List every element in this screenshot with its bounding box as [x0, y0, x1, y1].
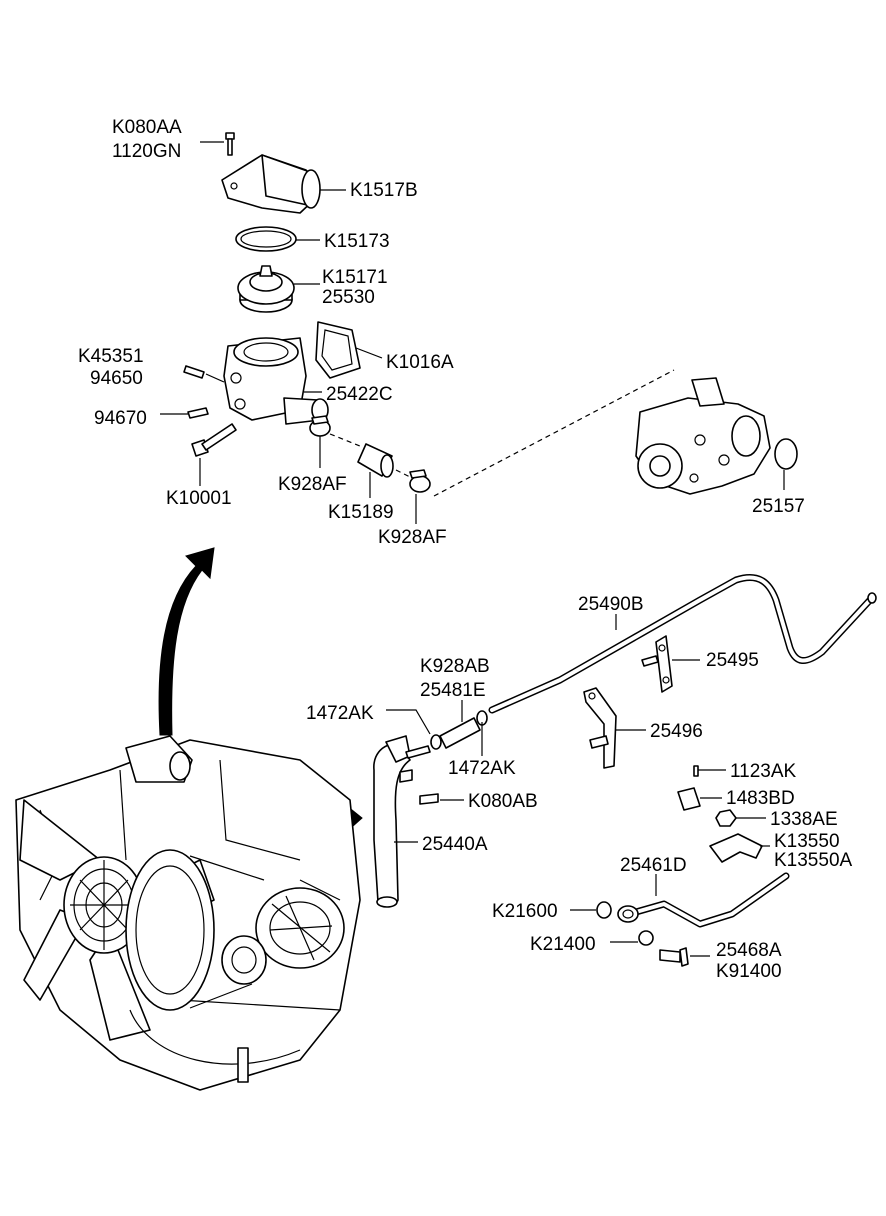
hose-k15189-part: [357, 443, 394, 478]
washer-k21600-part: [596, 901, 612, 919]
water-pump-part: [635, 377, 771, 495]
label-k1016a: K1016A: [386, 352, 454, 373]
label-1483bd: 1483BD: [726, 788, 795, 809]
label-k15189: K15189: [328, 502, 394, 523]
gasket-plate-part: [315, 321, 361, 379]
label-25495: 25495: [706, 650, 759, 671]
bolt-25468a-part: [659, 947, 689, 967]
nut-1338ae-part: [715, 809, 737, 827]
bolt-k10001-part: [191, 423, 237, 457]
oring-25157-part: [774, 438, 798, 470]
label-25496: 25496: [650, 721, 703, 742]
label-94650: 94650: [90, 368, 143, 389]
engine-illustration: [15, 735, 361, 1091]
arrow-up-to-housing: [158, 547, 215, 736]
bracket-k13550-part: [709, 833, 763, 863]
label-25157: 25157: [752, 496, 805, 517]
oil-pipe-part: [617, 872, 790, 928]
label-25461d: 25461D: [620, 855, 687, 876]
label-94670: 94670: [94, 408, 147, 429]
label-k13550a: K13550A: [774, 850, 853, 871]
bracket-25495-part: [641, 635, 673, 693]
washer-k21400-part: [638, 930, 654, 946]
label-1338ae: 1338AE: [770, 809, 838, 830]
label-k080ab: K080AB: [468, 791, 538, 812]
thermostat-housing-part: [223, 337, 329, 425]
hose-clamp-1-part: [309, 415, 331, 437]
label-25530: 25530: [322, 287, 375, 308]
label-1123ak: 1123AK: [730, 761, 797, 782]
label-k10001: K10001: [166, 488, 232, 509]
label-25422c: 25422C: [326, 384, 393, 405]
part-labels: K080AA 1120GN K1517B K15173 K15171 25530…: [78, 117, 853, 982]
label-25440a: 25440A: [422, 834, 488, 855]
label-1472ak-1: 1472AK: [306, 703, 374, 724]
label-k45351: K45351: [78, 346, 144, 367]
label-25468a: 25468A: [716, 940, 782, 961]
clip-1123ak-part: [693, 765, 699, 777]
label-1120gn: 1120GN: [112, 141, 181, 162]
sensor-94650-part: [183, 365, 205, 379]
sensor-94670-part: [187, 407, 209, 419]
housing-cover-part: [221, 154, 321, 214]
hose-clamp-2-part: [409, 469, 431, 493]
bolt-k080ab-part: [419, 793, 439, 805]
label-k928af-1: K928AF: [278, 474, 347, 495]
bolt-k080aa-part: [225, 132, 235, 156]
hose-25440a-part: [373, 735, 431, 908]
label-k1517b: K1517B: [350, 180, 418, 201]
label-k91400: K91400: [716, 961, 782, 982]
label-k13550: K13550: [774, 831, 840, 852]
nut-1483bd-part: [677, 787, 701, 811]
bypass-pipe-part: [488, 574, 877, 714]
thermostat-part: [237, 265, 295, 313]
label-25490b: 25490B: [578, 594, 644, 615]
hose-25481e-part: [430, 710, 488, 750]
label-1472ak-2: 1472AK: [448, 758, 516, 779]
label-k15171: K15171: [322, 267, 388, 288]
label-k21600: K21600: [492, 901, 558, 922]
label-k928af-2: K928AF: [378, 527, 447, 548]
label-k928ab: K928AB: [420, 656, 490, 677]
label-k15173: K15173: [324, 231, 390, 252]
label-25481e: 25481E: [420, 680, 486, 701]
label-k21400: K21400: [530, 934, 596, 955]
label-k080aa: K080AA: [112, 117, 182, 138]
bracket-25496-part: [583, 687, 617, 769]
